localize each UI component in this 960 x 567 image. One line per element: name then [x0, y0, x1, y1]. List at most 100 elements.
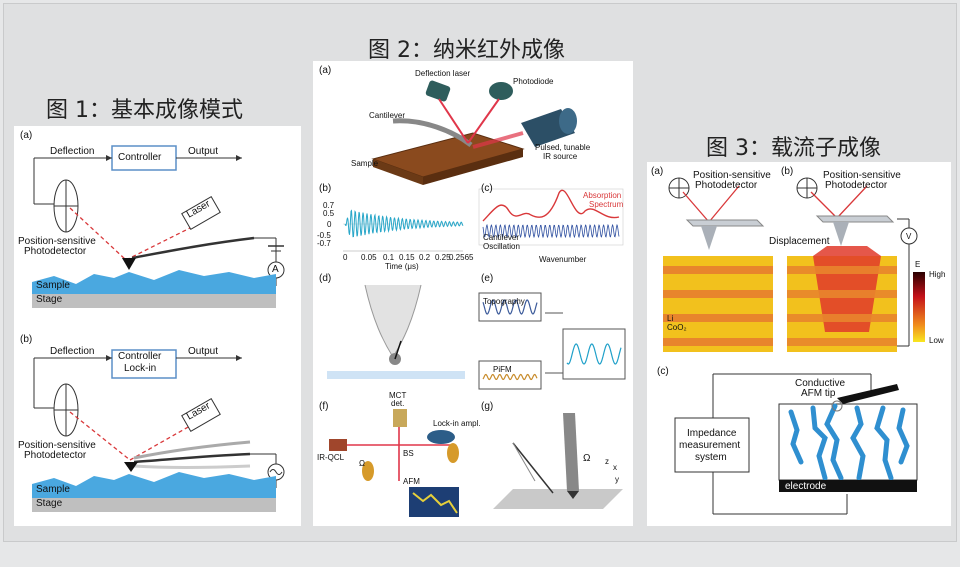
- fig2e-tag: (e): [481, 273, 494, 284]
- fig3-title: 图 3：载流子成像: [706, 136, 881, 161]
- laser-box-b: [181, 398, 221, 432]
- xtick-b-6: 0.2565: [449, 253, 474, 262]
- stage-label-a: Stage: [36, 294, 63, 305]
- fig1-title: 图 1：基本成像模式: [46, 98, 243, 123]
- psd-label2-3a: Photodetector: [695, 180, 758, 191]
- sample-label-2a: Sample: [351, 159, 379, 168]
- sample-label-b: Sample: [36, 484, 70, 495]
- fig2f-tag: (f): [319, 401, 329, 412]
- fig3-panel: (a) Position-sensitive Photodetector Li …: [647, 162, 951, 526]
- x-axis-label: x: [613, 463, 617, 472]
- conductive-network: [788, 403, 910, 481]
- bs-label: BS: [403, 449, 414, 458]
- pifm-wave: [482, 373, 538, 381]
- tip-a: [122, 258, 136, 270]
- mirror-1: [362, 461, 374, 481]
- fig1b-tag: (b): [20, 334, 33, 345]
- sample-a: [32, 270, 276, 294]
- cantilever-a: [131, 236, 255, 260]
- lockin-icon: [427, 430, 455, 444]
- irqcl-icon: [329, 439, 347, 451]
- topography-wave: [482, 299, 538, 315]
- controller-label-b: Controller: [118, 351, 162, 362]
- impedance-label-2: measurement: [679, 440, 741, 451]
- voltmeter-label: V: [906, 232, 912, 241]
- fig1a-tag: (a): [20, 130, 33, 141]
- laser-box-a: [181, 196, 221, 230]
- oscillation-label-2: Oscillation: [483, 242, 520, 251]
- absorption-label-1: Absorption: [583, 191, 622, 200]
- y-axis-label: y: [615, 475, 619, 484]
- sample-b: [32, 472, 276, 498]
- fig2-diagram: [327, 80, 629, 521]
- psd-label2-b: Photodetector: [24, 450, 87, 461]
- fig2-title: 图 2：纳米红外成像: [368, 38, 565, 63]
- oscillation-label-1: Cantilever: [483, 233, 520, 242]
- psd-label-b: Position-sensitive: [18, 440, 96, 451]
- absorption-label-2: Spectrum: [589, 200, 624, 209]
- psd-label2-a: Photodetector: [24, 246, 87, 257]
- wavenumber-label: Wavenumber: [539, 255, 587, 264]
- impedance-box: [674, 417, 750, 473]
- xtick-b-3: 0.15: [399, 253, 415, 262]
- li-label: Li: [667, 314, 674, 323]
- xtick-b-4: 0.2: [419, 253, 431, 262]
- ytick-b-3: -0.5: [317, 231, 331, 240]
- sample-3c: [778, 403, 918, 481]
- colorbar-e: [913, 272, 925, 342]
- tip-label-1: Conductive: [795, 378, 846, 389]
- lockin-ampl-label: Lock-in ampl.: [433, 419, 481, 428]
- substrate-2d: [327, 371, 465, 379]
- photodiode-label: Photodiode: [513, 77, 554, 86]
- fig3-diagram: [663, 177, 925, 515]
- high-label: High: [929, 270, 946, 279]
- ir-label-1: Pulsed, tunable: [535, 143, 591, 152]
- photodiode-icon: [489, 82, 513, 100]
- cantilever-3a: [685, 219, 765, 227]
- ytick-b-2: 0: [327, 220, 332, 229]
- lockin-label-b: Lock-in: [124, 363, 157, 374]
- psd-label-a: Position-sensitive: [18, 236, 96, 247]
- z-axis-label: z: [605, 457, 609, 466]
- waveform-b: [344, 209, 464, 238]
- xtick-b-0: 0: [343, 253, 348, 262]
- cantilever-label-2a: Cantilever: [369, 111, 406, 120]
- ytick-b-0: 0.7: [323, 201, 335, 210]
- mct-label-2: det.: [391, 399, 405, 408]
- controller-box-a: [111, 145, 177, 171]
- xtick-b-2: 0.1: [383, 253, 395, 262]
- deflection-laser-icon: [425, 80, 451, 102]
- deflection-label-a: Deflection: [50, 146, 95, 157]
- low-label: Low: [929, 336, 944, 345]
- cantilever-b: [133, 452, 251, 464]
- tip-3a: [701, 226, 717, 250]
- omega-label-g: Ω: [583, 453, 591, 464]
- xtick-b-1: 0.05: [361, 253, 377, 262]
- topography-label: Topography: [483, 297, 525, 306]
- fig2b-tag: (b): [319, 183, 332, 194]
- deflection-label-b: Deflection: [50, 346, 95, 357]
- electrode-label: electrode: [785, 481, 827, 492]
- controller-label-a: Controller: [118, 152, 162, 163]
- cantilever-3b: [815, 215, 895, 223]
- impedance-label-3: system: [695, 452, 727, 463]
- coo2-label: CoO₂: [667, 323, 687, 332]
- ir-label-2: IR source: [543, 152, 578, 161]
- fig2c-tag: (c): [481, 183, 493, 194]
- fig2g-tag: (g): [481, 401, 494, 412]
- fig2-panel: (a) Deflection laser Photodiode Cantilev…: [313, 61, 633, 526]
- cantilever-2g: [563, 413, 579, 491]
- fig1-panel: (a) Deflection Controller Output Laser P…: [14, 126, 301, 526]
- mct-detector-icon: [393, 409, 407, 427]
- e-label: E: [915, 260, 921, 269]
- xlabel-b: Time (μs): [385, 262, 419, 271]
- mct-label-1: MCT: [389, 391, 407, 400]
- fig3b-tag: (b): [781, 166, 794, 177]
- stage-a: [32, 294, 276, 308]
- stage-b: [32, 498, 276, 512]
- ytick-b-1: 0.5: [323, 209, 335, 218]
- tip-label-2: AFM tip: [801, 388, 836, 399]
- deflection-laser-label: Deflection laser: [415, 69, 471, 78]
- cantilever-2a: [392, 118, 473, 147]
- ammeter-label: A: [272, 264, 279, 275]
